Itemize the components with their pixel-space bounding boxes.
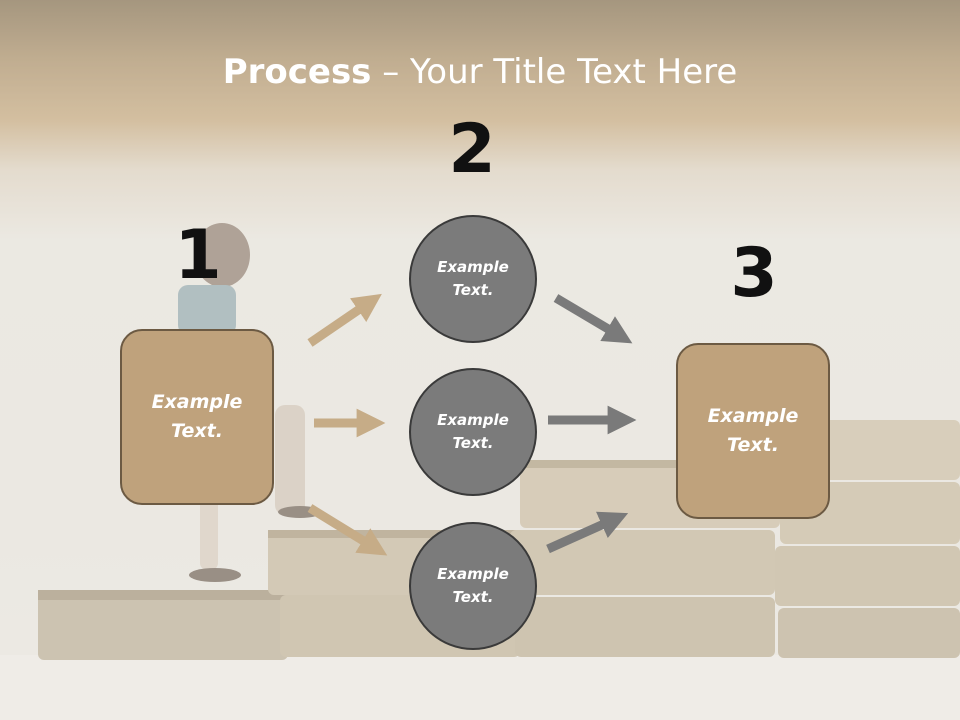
step-number-2: 2 <box>448 110 496 189</box>
step-box-left-text: Example Text. <box>151 391 243 442</box>
arrow-icon <box>307 293 382 347</box>
step-box-right-text: Example Text. <box>707 405 799 456</box>
slide-title: Process – Your Title Text Here <box>0 52 960 92</box>
step-circle-bottom: Example Text. <box>409 522 537 650</box>
arrow-icon <box>553 294 633 344</box>
step-number-3: 3 <box>730 234 778 313</box>
step-circle-middle-text: Example Text. <box>437 411 509 452</box>
step-box-left: Example Text. <box>120 329 274 505</box>
arrow-icon <box>546 511 629 554</box>
step-circle-top-text: Example Text. <box>437 258 509 299</box>
step-box-right: Example Text. <box>676 343 830 519</box>
step-circle-top: Example Text. <box>409 215 537 343</box>
step-circle-middle: Example Text. <box>409 368 537 496</box>
title-rest: – Your Title Text Here <box>371 52 738 92</box>
step-circle-bottom-text: Example Text. <box>437 565 509 606</box>
arrow-icon <box>307 504 388 556</box>
title-bold: Process <box>222 52 372 92</box>
step-number-1: 1 <box>174 216 222 295</box>
